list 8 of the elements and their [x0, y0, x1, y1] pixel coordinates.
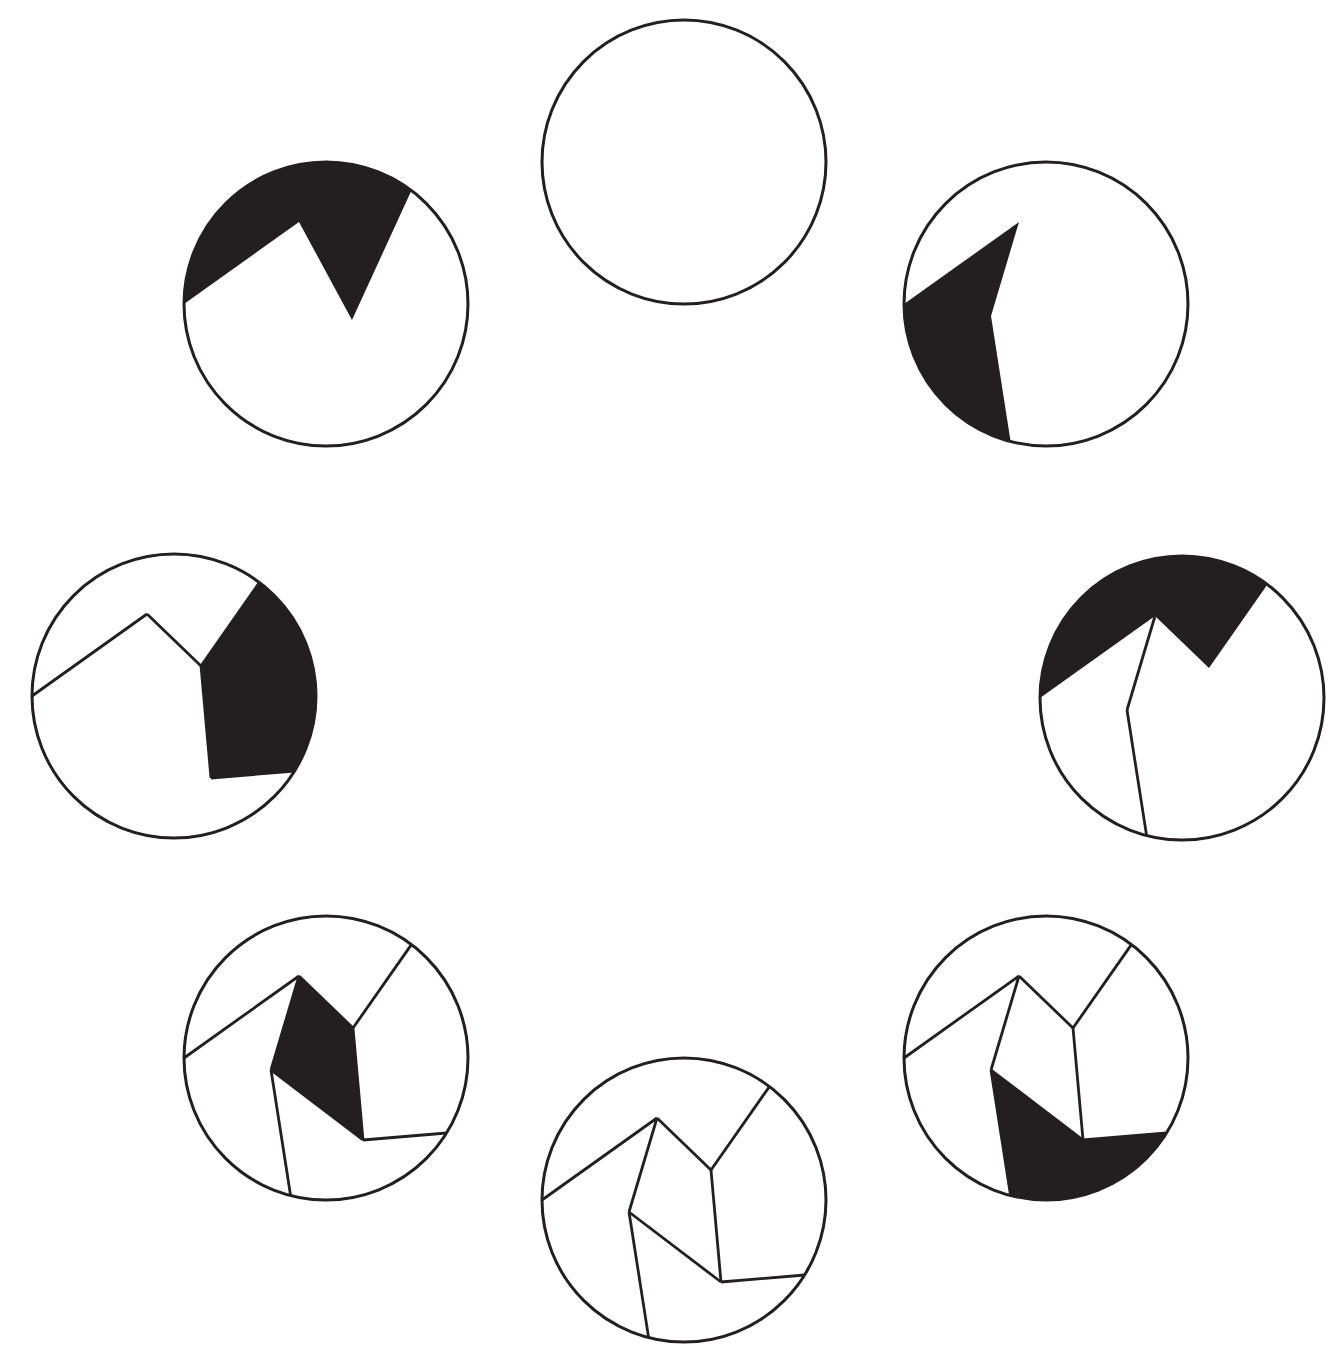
circle-drawing [900, 912, 1192, 1204]
circle-drawing [180, 912, 472, 1204]
empty-circle [538, 16, 830, 308]
circle-drawing [538, 1054, 830, 1346]
circle-drawing [28, 550, 320, 842]
circle-drawing [900, 158, 1192, 450]
circle-drawing [1036, 552, 1328, 844]
circle-drawing [180, 158, 472, 450]
